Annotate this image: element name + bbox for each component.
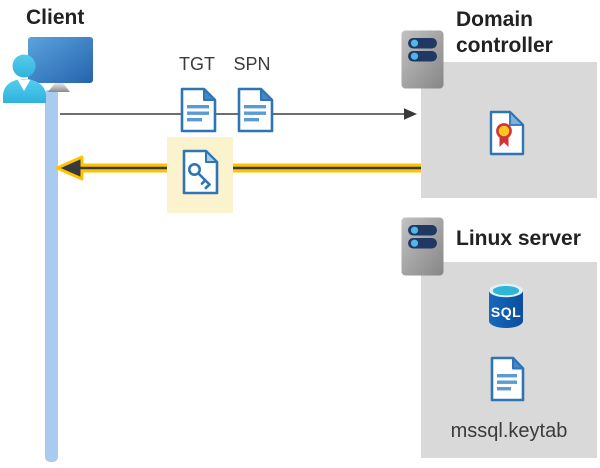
certificate-icon: [488, 109, 526, 157]
keytab-filename: mssql.keytab: [450, 420, 568, 442]
domain-controller-title: Domain controller: [456, 8, 553, 57]
person-head: [12, 54, 36, 78]
person-body: [3, 79, 46, 103]
client-title: Client: [26, 6, 85, 29]
sql-label: SQL: [490, 304, 522, 320]
domain-controller-server-icon: [401, 30, 444, 89]
spn-label: SPN: [233, 54, 271, 74]
spn-document-icon: [235, 86, 275, 134]
monitor-screen: [28, 37, 93, 83]
keytab-document-icon: [488, 355, 526, 403]
tgt-label: TGT: [179, 54, 215, 74]
request-arrow-right: [60, 108, 417, 120]
linux-server-title: Linux server: [456, 227, 581, 250]
tgt-document-icon: [178, 86, 218, 134]
client-workstation-icon: [0, 35, 100, 105]
response-arrow-left-highlighted: [55, 155, 421, 181]
person-collar: [17, 79, 31, 91]
key-document-icon: [180, 148, 220, 196]
client-lifeline: [45, 90, 58, 462]
linux-server-icon: [401, 217, 444, 276]
sql-database-icon: SQL: [487, 282, 525, 330]
monitor-stand: [48, 83, 70, 92]
